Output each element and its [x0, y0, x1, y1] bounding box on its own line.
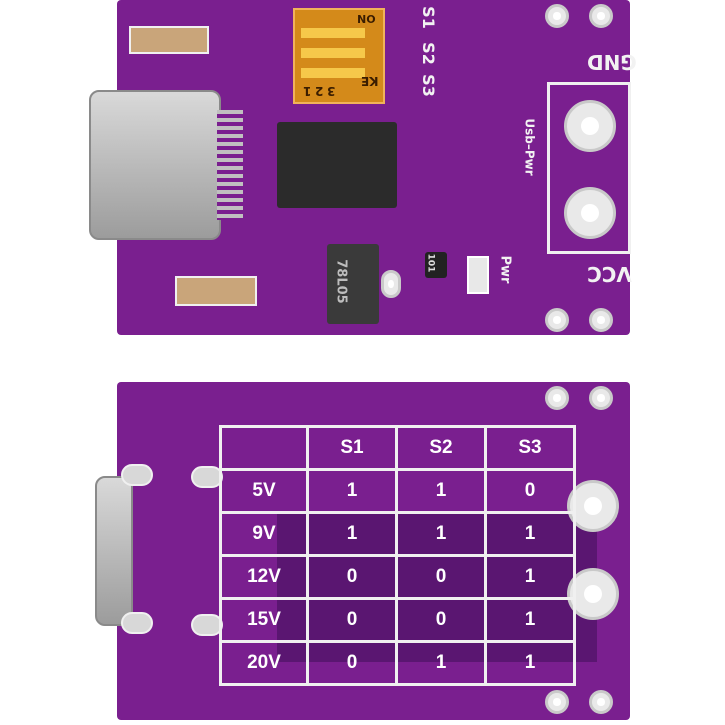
header-s3: S3: [484, 425, 576, 471]
dip-number-2: 2: [315, 84, 324, 98]
s2-cell: 1: [395, 511, 487, 557]
bottom-pin-hole-2: [589, 386, 613, 410]
vcc-label: VCC: [587, 262, 632, 286]
terminal-hole-bottom: [564, 187, 616, 239]
voltage-regulator: 78L05: [327, 244, 379, 324]
s3-cell: 1: [484, 597, 576, 643]
s1-cell: 0: [306, 597, 398, 643]
table-row: 15V 0 0 1: [219, 597, 576, 643]
gnd-pin-hole-2: [589, 4, 613, 28]
voltage-cell: 5V: [219, 468, 309, 514]
gnd-pin-hole-1: [545, 4, 569, 28]
voltage-cell: 15V: [219, 597, 309, 643]
dip-number-3: 3: [327, 84, 336, 98]
usb-c-connector-bottom: [95, 476, 133, 626]
s3-cell: 1: [484, 640, 576, 686]
s1-cell: 0: [306, 554, 398, 600]
s2-cell: 1: [395, 468, 487, 514]
switch-label-s1: S1: [418, 6, 438, 29]
pwr-label: Pwr: [497, 255, 513, 284]
pcb-top-side: ON KE 1 2 3 S1 S2 S3 78L05 101 Pwr GND V…: [89, 0, 637, 335]
switch-label-s3: S3: [418, 74, 438, 97]
terminal-hole-top: [564, 100, 616, 152]
table-corner: [219, 425, 309, 471]
voltage-switch-table: S1 S2 S3 5V 1 1 0 9V 1 1 1 12V 0 0 1 15V…: [219, 425, 576, 686]
table-row: 20V 0 1 1: [219, 640, 576, 686]
bottom-terminal-hole-1: [567, 480, 619, 532]
gnd-label: GND: [587, 50, 637, 74]
s3-cell: 1: [484, 511, 576, 557]
dip-number-1: 1: [303, 84, 312, 98]
voltage-cell: 9V: [219, 511, 309, 557]
bottom-pin-hole-1: [545, 386, 569, 410]
switch-label-s2: S2: [418, 42, 438, 65]
solder-pad-3: [121, 612, 153, 634]
dip-marking-on: ON: [357, 12, 376, 25]
pd-controller-chip: [277, 122, 397, 208]
terminal-outline: [547, 82, 631, 254]
s2-cell: 0: [395, 597, 487, 643]
s1-cell: 1: [306, 468, 398, 514]
s3-cell: 0: [484, 468, 576, 514]
power-led: [467, 256, 489, 294]
resistor-marking: 101: [425, 253, 436, 273]
header-s2: S2: [395, 425, 487, 471]
header-s1: S1: [306, 425, 398, 471]
usb-pwr-label: Usb–Pwr: [522, 118, 537, 176]
table-row: 5V 1 1 0: [219, 468, 576, 514]
s2-cell: 1: [395, 640, 487, 686]
usb-c-connector: [89, 90, 221, 240]
dip-marking-ke: KE: [361, 74, 379, 88]
table-row: 9V 1 1 1: [219, 511, 576, 557]
regulator-marking: 78L05: [333, 259, 349, 304]
regulator-tab-hole: [381, 270, 401, 298]
vcc-pin-hole-1: [545, 308, 569, 332]
capacitor-bottom: [175, 276, 257, 306]
bottom-pin-hole-4: [589, 690, 613, 714]
resistor: 101: [425, 252, 447, 278]
dip-switch: ON KE 1 2 3: [293, 8, 385, 104]
voltage-cell: 12V: [219, 554, 309, 600]
table-row: 12V 0 0 1: [219, 554, 576, 600]
solder-pad-1: [121, 464, 153, 486]
voltage-cell: 20V: [219, 640, 309, 686]
usb-c-pins: [217, 110, 243, 220]
vcc-pin-hole-2: [589, 308, 613, 332]
s1-cell: 0: [306, 640, 398, 686]
s2-cell: 0: [395, 554, 487, 600]
capacitor-top: [129, 26, 209, 54]
s1-cell: 1: [306, 511, 398, 557]
bottom-pin-hole-3: [545, 690, 569, 714]
s3-cell: 1: [484, 554, 576, 600]
